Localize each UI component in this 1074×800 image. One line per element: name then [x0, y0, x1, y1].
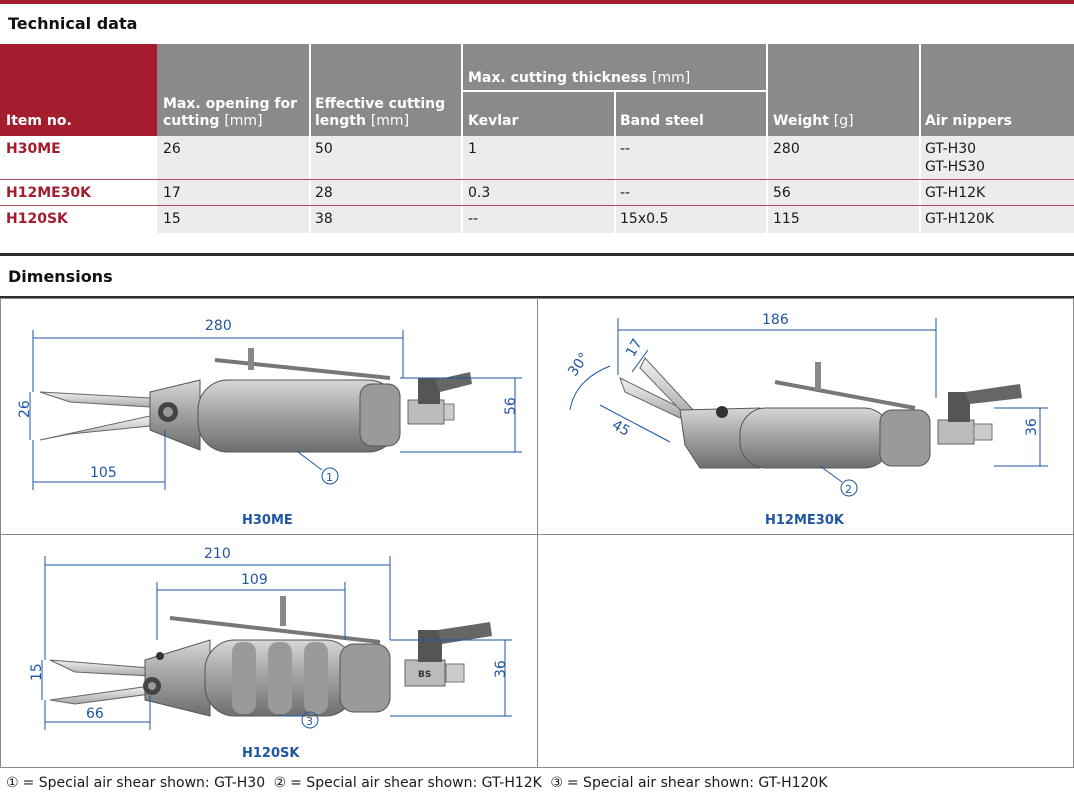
label-bs: BS — [418, 670, 431, 680]
header-band-steel: Band steel — [620, 113, 704, 129]
dimensions-title: Dimensions — [8, 267, 113, 286]
cell-band-steel: -- — [620, 185, 631, 201]
header-weight: Weight [g] — [773, 113, 854, 129]
caption-h120sk: H120SK — [242, 746, 300, 761]
dim-h12me30k-blade: 45 — [609, 417, 632, 440]
header-effective-length: Effective cutting length [mm] — [315, 96, 446, 129]
dim-h12me30k-angle: 30° — [565, 350, 592, 380]
dim-h120sk-height: 36 — [493, 660, 509, 678]
caption-h12me30k: H12ME30K — [765, 513, 844, 528]
dim-h30me-height: 56 — [503, 397, 519, 415]
note-marker: ② — [273, 775, 287, 791]
dim-h30me-blade: 105 — [90, 465, 117, 481]
note-text: = Special air shear shown: GT-H30 — [22, 775, 266, 791]
header-max-opening: Max. opening for cutting [mm] — [163, 96, 297, 129]
section-divider — [0, 296, 1074, 299]
cell-item: H30ME — [6, 141, 61, 157]
tool-h30me — [39, 348, 472, 453]
top-accent-line — [0, 0, 1074, 4]
cell-opening: 26 — [163, 141, 181, 157]
dim-h120sk-opening: 15 — [29, 663, 45, 681]
note-text: = Special air shear shown: GT-H12K — [290, 775, 542, 791]
cell-weight: 56 — [773, 185, 791, 201]
marker-2: 2 — [845, 483, 852, 496]
dim-h12me30k-height: 36 — [1024, 418, 1040, 436]
note-marker: ③ — [550, 775, 563, 791]
section-divider — [0, 253, 1074, 256]
tool-h120sk — [49, 596, 492, 717]
cell-kevlar: 0.3 — [468, 185, 491, 201]
cell-air-nippers: GT-H120K — [925, 211, 995, 227]
cell-air-nippers: GT-H12K — [925, 185, 986, 201]
note-text: = Special air shear shown: GT-H120K — [566, 775, 828, 791]
cell-weight: 115 — [773, 211, 800, 227]
header-max-thickness: Max. cutting thickness [mm] — [468, 70, 691, 86]
cell-weight: 280 — [773, 141, 800, 157]
dim-h120sk-blade: 66 — [86, 706, 104, 722]
header-item-no: Item no. — [0, 44, 157, 136]
technical-data-title: Technical data — [8, 14, 138, 33]
cell-band-steel: 15x0.5 — [620, 211, 669, 227]
tool-h12me30k — [619, 357, 1022, 469]
marker-3: 3 — [306, 715, 313, 728]
cell-item: H120SK — [6, 211, 68, 227]
footer-notes: ①= Special air shear shown: GT-H30 ②= Sp… — [6, 775, 832, 791]
cell-item: H12ME30K — [6, 185, 92, 201]
cell-length: 50 — [315, 141, 333, 157]
cell-band-steel: -- — [620, 141, 631, 157]
table-row: H120SK 15 38 -- 15x0.5 115 GT-H120K — [0, 206, 1074, 233]
dim-h120sk-total: 210 — [204, 546, 231, 562]
dim-h30me-opening: 26 — [17, 400, 33, 418]
dim-h30me-total: 280 — [205, 318, 232, 334]
table-row: H12ME30K 17 28 0.3 -- 56 GT-H12K — [0, 180, 1074, 206]
dim-h12me30k-total: 186 — [762, 312, 789, 328]
header-air-nippers: Air nippers — [925, 113, 1012, 129]
cell-kevlar: 1 — [468, 141, 477, 157]
dims-h120sk — [41, 556, 512, 730]
cell-length: 38 — [315, 211, 333, 227]
header-kevlar: Kevlar — [468, 113, 519, 129]
dim-h120sk-mid: 109 — [241, 572, 268, 588]
cell-opening: 17 — [163, 185, 181, 201]
marker-1: 1 — [326, 471, 333, 484]
dims-h30me — [29, 330, 522, 490]
note-marker: ① — [6, 775, 19, 791]
cell-kevlar: -- — [468, 211, 479, 227]
dim-h12me30k-opening: 17 — [623, 336, 646, 359]
cell-length: 28 — [315, 185, 333, 201]
cell-opening: 15 — [163, 211, 181, 227]
dims-h12me30k — [569, 318, 1048, 497]
caption-h30me: H30ME — [242, 513, 293, 528]
